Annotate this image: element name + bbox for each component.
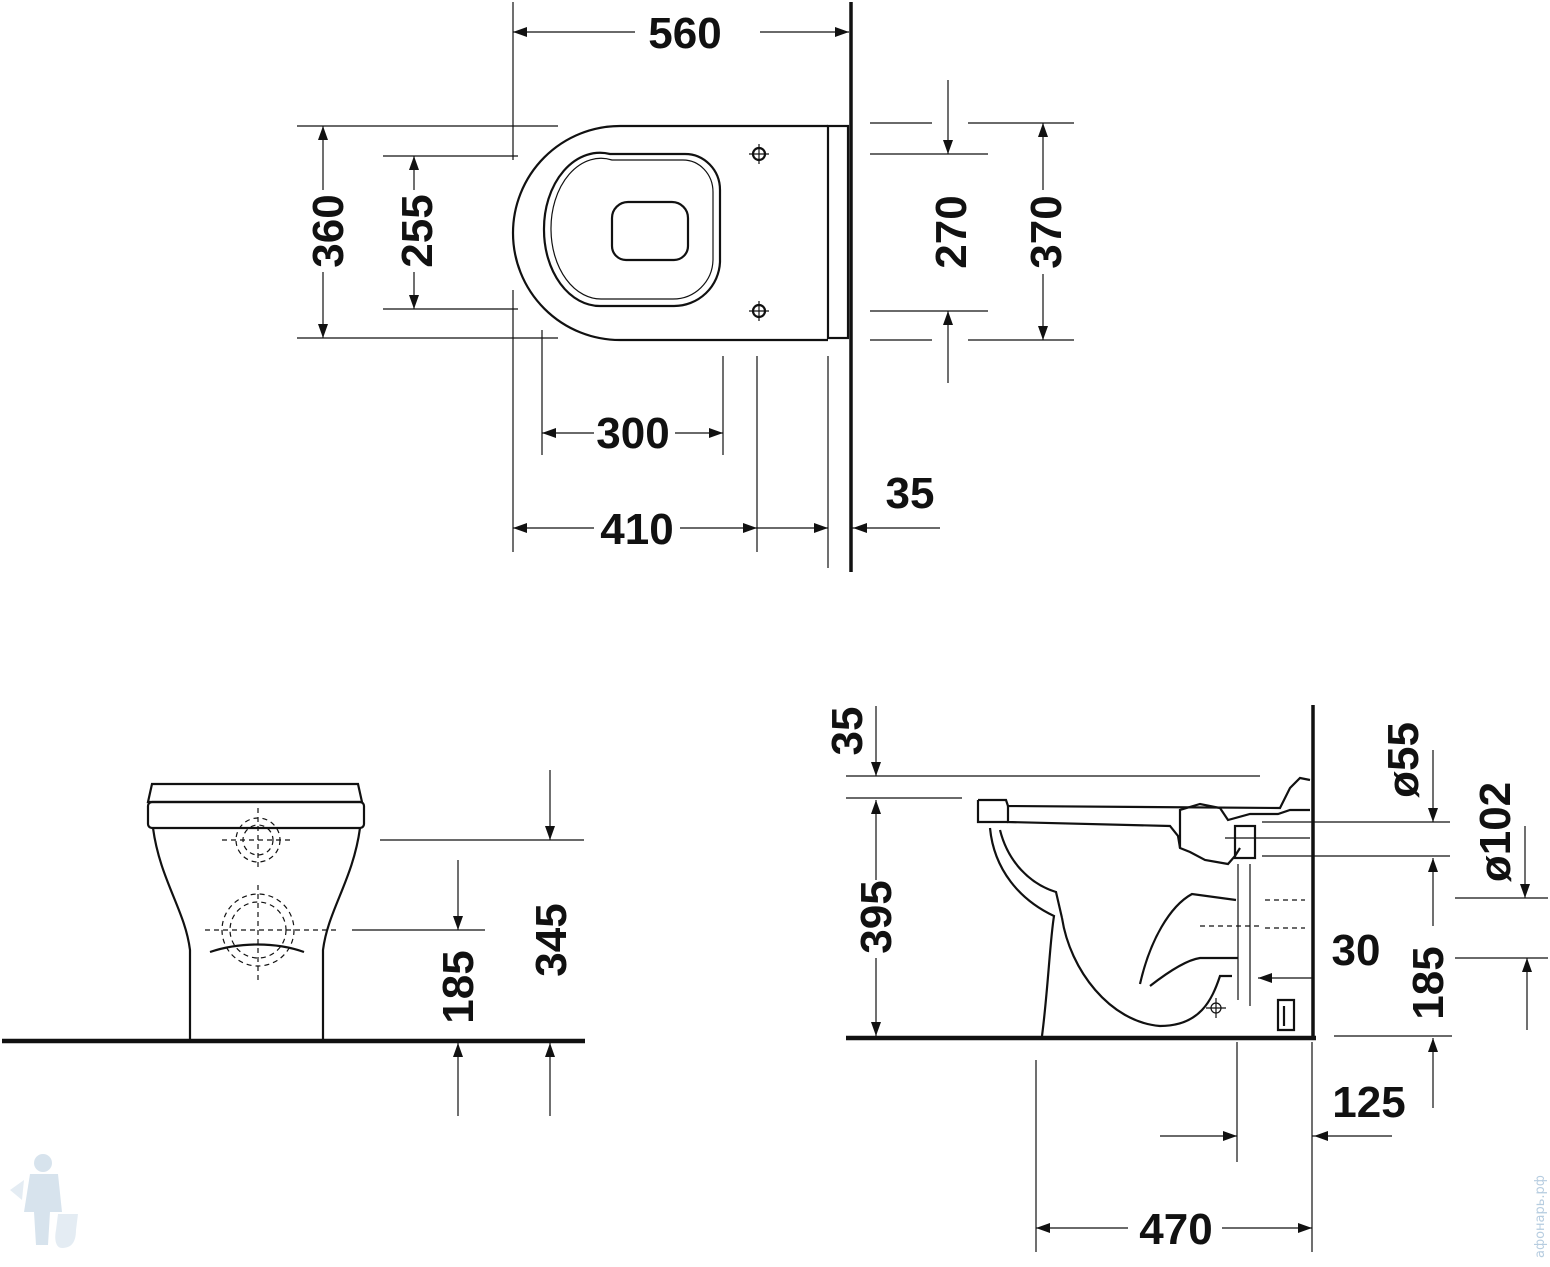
dim-d102: ø102 <box>1471 782 1520 882</box>
side-view: 35 395 ø55 ø102 30 185 <box>823 705 1548 1254</box>
dim-185-side: 185 <box>1404 946 1453 1019</box>
bowl-body <box>151 827 362 1040</box>
dim-300: 300 <box>596 409 669 458</box>
fixing-hole-top <box>749 144 769 164</box>
lid <box>146 782 364 804</box>
dim-345: 345 <box>527 903 576 976</box>
trap-inner <box>1138 892 1237 985</box>
dim-255: 255 <box>393 194 442 267</box>
dim-185-front: 185 <box>434 950 483 1023</box>
connector-symbol <box>1276 998 1296 1032</box>
inlet-circle <box>222 808 294 870</box>
dim-410: 410 <box>600 505 673 554</box>
outlet-fixing <box>1206 998 1226 1018</box>
top-view: 560 360 255 300 410 <box>297 2 1074 572</box>
plumber-mascot-icon <box>10 1154 78 1248</box>
dim-560: 560 <box>648 9 721 58</box>
dim-370: 370 <box>1022 195 1071 268</box>
front-view: 185 345 <box>2 770 585 1116</box>
dim-270: 270 <box>927 195 976 268</box>
tank-edge <box>826 124 850 340</box>
back-profile <box>1178 802 1310 848</box>
fixing-hole-bottom <box>749 301 769 321</box>
trap-outline <box>1060 917 1232 1028</box>
bowl-front <box>988 827 1056 1037</box>
seat <box>146 800 366 830</box>
dim-360: 360 <box>304 194 353 267</box>
dim-470: 470 <box>1139 1205 1212 1254</box>
water-area <box>610 200 690 262</box>
seat-opening <box>542 151 722 308</box>
watermark-text: афонарь.рф <box>1533 1175 1548 1258</box>
bowl-outline <box>511 124 828 342</box>
dim-d55: ø55 <box>1379 722 1428 798</box>
dim-35-side: 35 <box>823 707 872 756</box>
dim-30: 30 <box>1332 926 1381 975</box>
dim-125: 125 <box>1332 1078 1405 1127</box>
seat-profile <box>976 776 1311 824</box>
dim-35-top: 35 <box>886 469 935 518</box>
inlet-pipe <box>1233 824 1257 860</box>
outlet-circle <box>205 885 340 982</box>
dim-395: 395 <box>852 880 901 953</box>
